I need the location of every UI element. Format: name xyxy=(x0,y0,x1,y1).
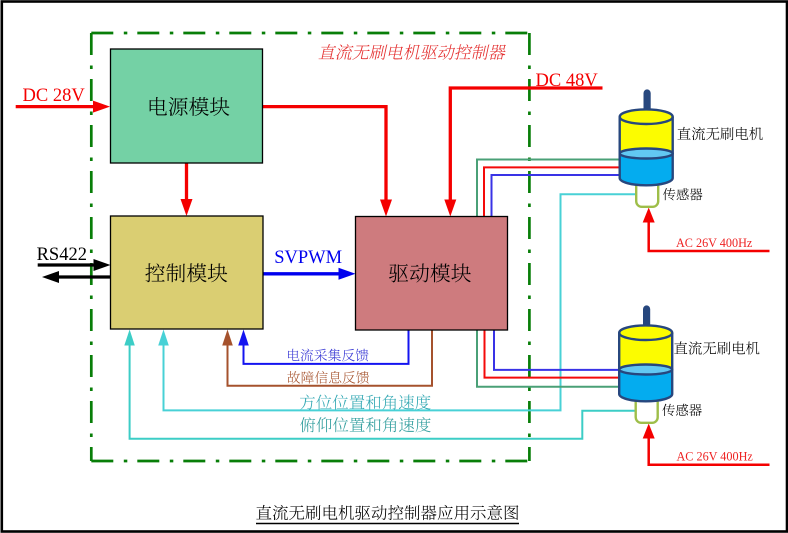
svg-text:DC 48V: DC 48V xyxy=(536,71,599,91)
svg-text:DC 28V: DC 28V xyxy=(23,86,86,106)
svg-text:AC 26V 400Hz: AC 26V 400Hz xyxy=(676,236,753,250)
svg-text:RS422: RS422 xyxy=(37,245,87,265)
svg-text:AC 26V 400Hz: AC 26V 400Hz xyxy=(677,450,754,464)
svg-text:SVPWM: SVPWM xyxy=(274,248,342,268)
